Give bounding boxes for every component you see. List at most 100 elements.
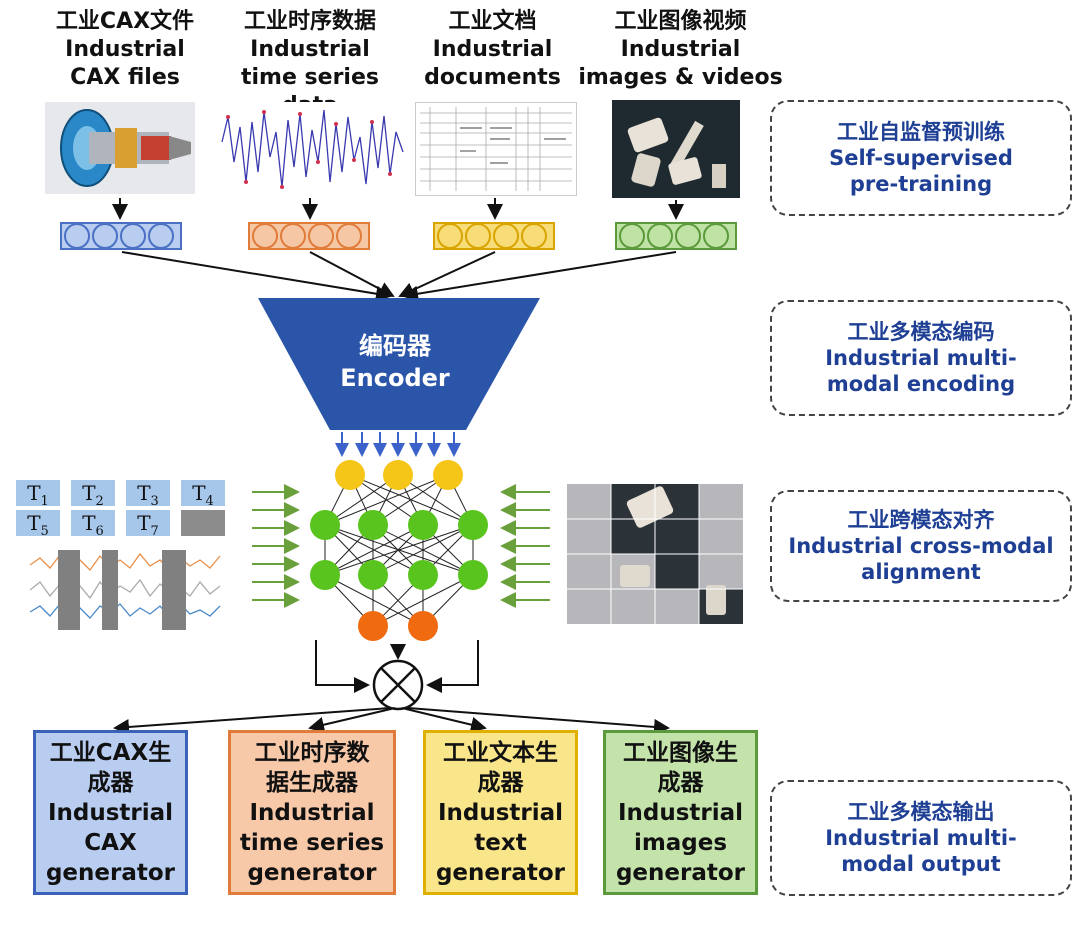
gen-en: generator (247, 859, 377, 886)
turbine-image (45, 102, 195, 194)
source-zh: 工业时序数据 (243, 9, 376, 34)
side-zh: 工业自监督预训练 (837, 120, 1005, 144)
token-t2: T2 (71, 480, 115, 509)
gen-en: time series (239, 829, 385, 856)
node-yellow (433, 460, 463, 490)
gen-zh: 工业文本生 (443, 739, 558, 766)
side-en: Self-supervised (829, 146, 1013, 170)
gen-en: Industrial (437, 799, 564, 826)
side-en: Industrial cross-modal (788, 534, 1054, 558)
parts-icon (627, 117, 726, 188)
timeseries-icon (221, 109, 404, 189)
masked-image-patches (567, 484, 743, 624)
source-title-cax: 工业CAX文件 Industrial CAX files (35, 8, 215, 92)
generator-images: 工业图像生 成器 Industrial images generator (603, 730, 758, 895)
timeseries-image (220, 102, 405, 194)
token-circle (280, 223, 306, 249)
token-circle (120, 223, 146, 249)
token-circle (619, 223, 645, 249)
source-title-images: 工业图像视频 Industrial images & videos (578, 8, 783, 92)
node-green (310, 510, 340, 540)
document-image (415, 102, 577, 196)
node-green (408, 510, 438, 540)
source-en: Industrial (65, 37, 185, 62)
gen-en: Industrial (47, 799, 174, 826)
source-title-timeseries: 工业时序数据 Industrial time series data (210, 8, 410, 120)
tensor-product-icon (372, 659, 424, 711)
token-circle (148, 223, 174, 249)
side-en: Industrial multi- (825, 826, 1017, 850)
token-circle (252, 223, 278, 249)
source-en: images & videos (578, 65, 783, 90)
source-zh: 工业CAX文件 (55, 9, 195, 34)
token-circle (64, 223, 90, 249)
network-edges (324, 474, 474, 627)
source-zh: 工业图像视频 (614, 9, 747, 34)
token-to-encoder-arrows (121, 251, 677, 302)
source-en: Industrial (620, 37, 741, 62)
gen-en: images (633, 829, 728, 856)
source-en: documents (424, 65, 561, 90)
token-t6: T6 (71, 510, 115, 539)
source-zh: 工业文档 (448, 9, 537, 34)
side-zh: 工业多模态输出 (847, 800, 995, 824)
token-circle (92, 223, 118, 249)
side-zh: 工业跨模态对齐 (847, 508, 995, 532)
gen-zh: 工业CAX生 (49, 739, 172, 766)
gen-en: generator (615, 859, 746, 886)
side-label-pretraining: 工业自监督预训练 Self-supervised pre-training (770, 100, 1072, 216)
token-circle (437, 223, 463, 249)
timeseries-token-bar (248, 222, 370, 250)
encoder-zh: 编码器 (359, 332, 431, 360)
token-t4: T4 (181, 480, 225, 509)
node-green (358, 560, 388, 590)
encoder-shape (258, 298, 540, 430)
side-en: pre-training (849, 172, 993, 196)
token-t7: T7 (126, 510, 170, 539)
node-yellow (335, 460, 365, 490)
source-en: Industrial (250, 37, 370, 62)
parts-photo-image (612, 100, 740, 198)
token-circle (336, 223, 362, 249)
node-yellow (383, 460, 413, 490)
node-green (458, 510, 488, 540)
node-green (310, 560, 340, 590)
token-t3: T3 (126, 480, 170, 509)
side-label-output: 工业多模态输出 Industrial multi- modal output (770, 780, 1072, 896)
mask-blocks (58, 550, 186, 630)
gen-zh: 成器 (477, 769, 524, 796)
token-mask (181, 510, 225, 536)
gen-en: generator (435, 859, 566, 886)
generator-cax: 工业CAX生 成器 Industrial CAX generator (33, 730, 188, 895)
gen-zh: 工业图像生 (623, 739, 738, 766)
turbine-icon (60, 109, 191, 187)
network-nodes (310, 460, 488, 641)
image-token-bar (615, 222, 737, 250)
side-en: alignment (861, 560, 981, 584)
token-t1: T1 (16, 480, 60, 509)
gen-en: text (474, 829, 527, 856)
image-to-token-arrows (112, 198, 684, 220)
token-circle (647, 223, 673, 249)
encoder-en: Encoder (340, 364, 450, 392)
encoder-label: 编码器 Encoder (280, 330, 510, 394)
generator-timeseries: 工业时序数 据生成器 Industrial time series genera… (228, 730, 396, 895)
gen-zh: 成器 (87, 769, 134, 796)
right-input-arrows (500, 484, 550, 608)
gen-en: Industrial (249, 799, 375, 826)
gen-zh: 成器 (657, 769, 704, 796)
side-label-alignment: 工业跨模态对齐 Industrial cross-modal alignment (770, 490, 1072, 602)
document-token-bar (433, 222, 555, 250)
side-en: modal output (841, 852, 1001, 876)
side-zh: 工业多模态编码 (847, 320, 995, 344)
node-orange (358, 611, 388, 641)
generator-text: 工业文本生 成器 Industrial text generator (423, 730, 578, 895)
left-input-arrows (252, 484, 300, 608)
gen-en: CAX (84, 829, 137, 856)
token-circle (308, 223, 334, 249)
source-en: Industrial (432, 37, 553, 62)
token-circle (521, 223, 547, 249)
token-circle (703, 223, 729, 249)
token-circle (465, 223, 491, 249)
